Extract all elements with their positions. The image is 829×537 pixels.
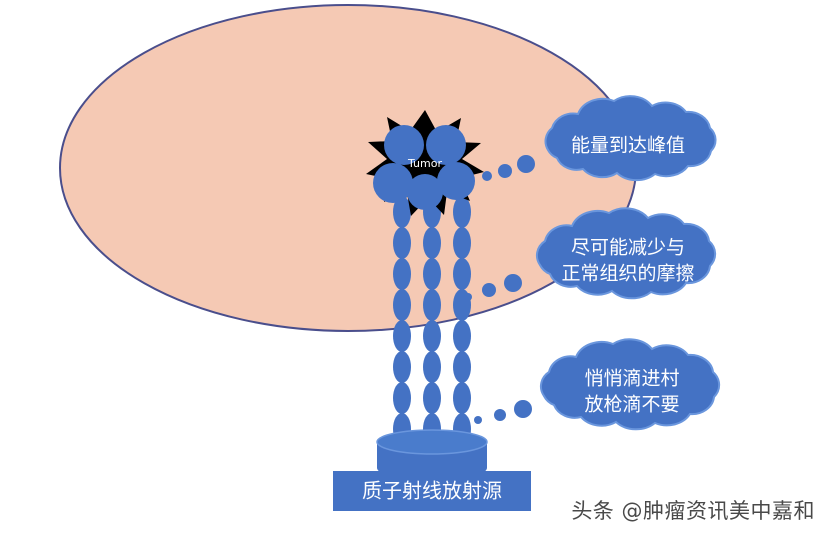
tumor-cluster: Tumor: [366, 110, 484, 216]
patient-body-ellipse: [59, 4, 637, 332]
watermark-text: 头条 @肿瘤资讯美中嘉和: [571, 499, 815, 523]
proton-source-label-box[interactable]: 质子射线放射源: [333, 471, 531, 511]
proton-beam-column-right: [453, 196, 471, 445]
bubble-line-2: 正常组织的摩擦: [561, 263, 694, 285]
bubble-energy-peak[interactable]: 能量到达峰值: [544, 95, 717, 182]
tumor-label: Tumor: [407, 157, 442, 170]
thought-trail-minimize-friction: [464, 274, 522, 301]
tumor-cell: [437, 162, 475, 200]
bubble-line-2: 放枪滴不要: [584, 394, 679, 416]
thought-trail-quiet-village: [474, 400, 532, 424]
bubble-line-1: 能量到达峰值: [571, 135, 685, 157]
bubble-cloud-shape: [535, 207, 717, 300]
bubble-cloud-shape: [539, 338, 721, 431]
proton-source-label: 质子射线放射源: [362, 479, 502, 503]
tumor-cell: [373, 163, 413, 203]
bubble-minimize-friction[interactable]: 尽可能减少与 正常组织的摩擦: [535, 207, 717, 300]
bubble-line-1: 悄悄滴进村: [584, 368, 679, 390]
bubble-line-1: 尽可能减少与: [571, 237, 685, 259]
tumor-cell: [384, 125, 424, 165]
bubble-cloud-shape: [544, 95, 717, 182]
tumor-cell: [407, 174, 443, 210]
thought-trail-energy-peak: [482, 155, 535, 181]
tumor-cell: [426, 125, 466, 165]
bubble-quiet-village[interactable]: 悄悄滴进村 放枪滴不要: [539, 338, 721, 431]
